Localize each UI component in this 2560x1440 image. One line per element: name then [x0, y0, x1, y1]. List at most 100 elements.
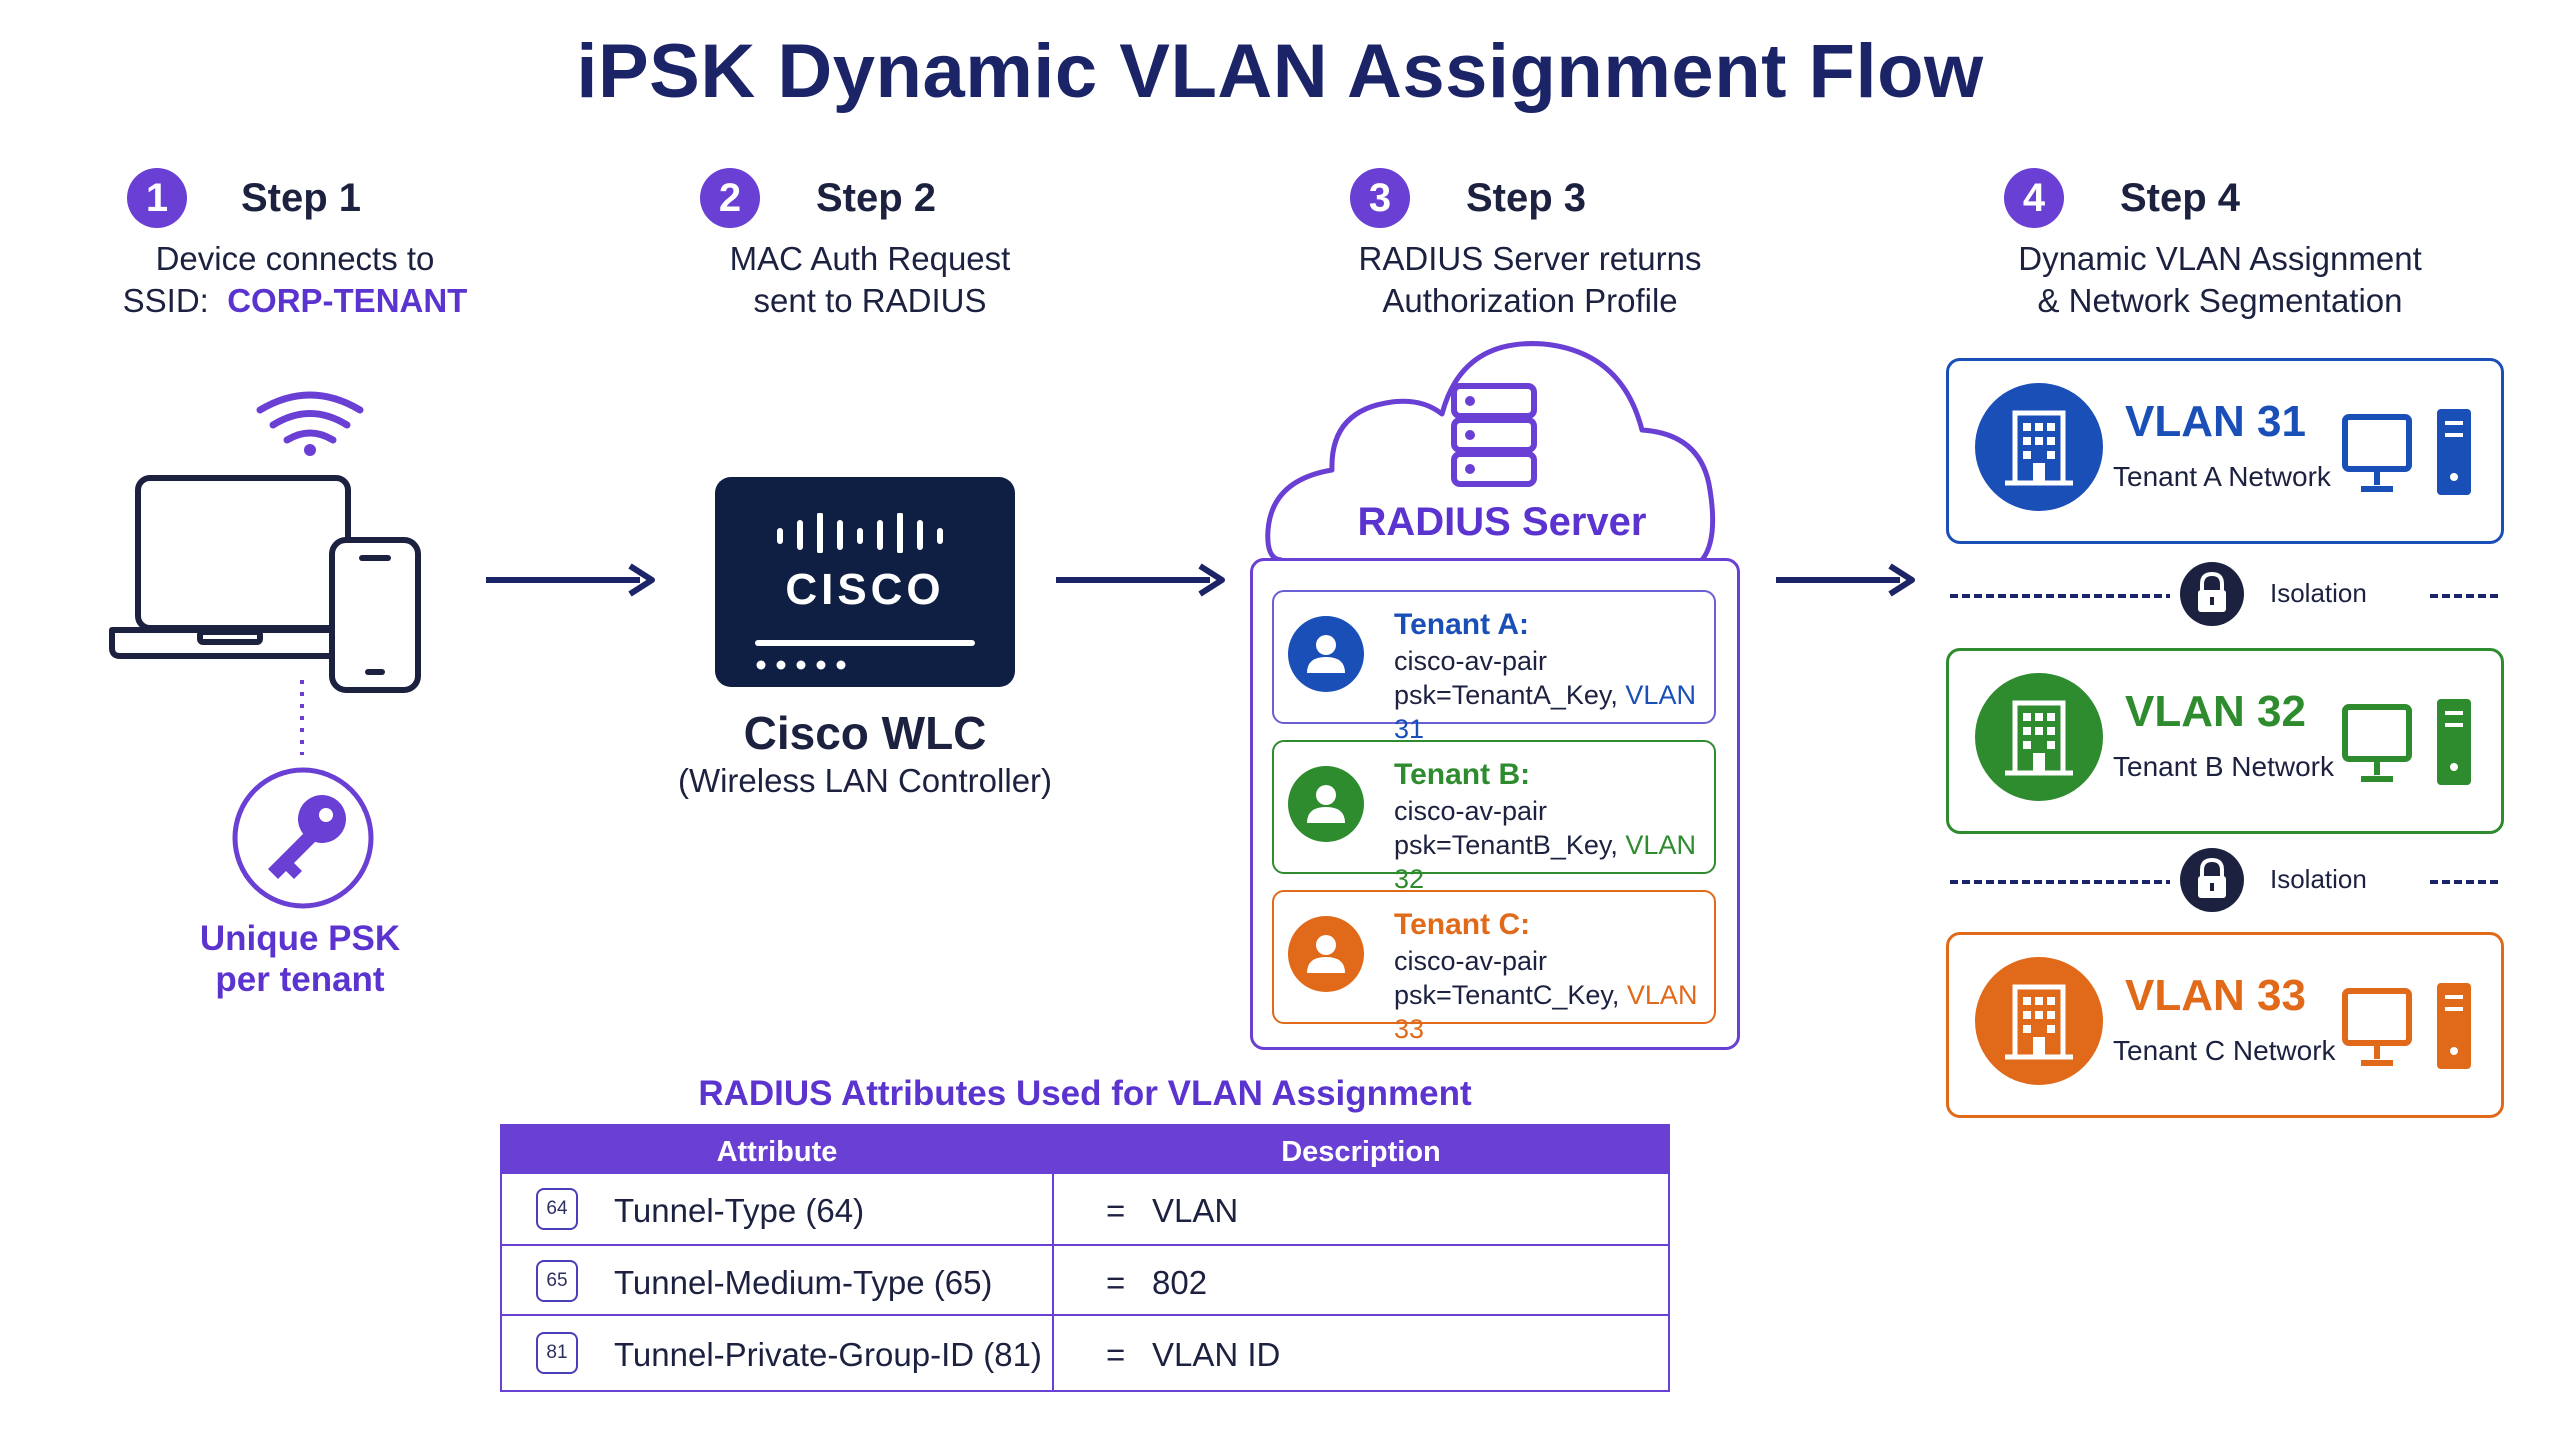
attributes-table: Attribute Description 64 Tunnel-Type (64…	[500, 1124, 1670, 1392]
attributes-heading: RADIUS Attributes Used for VLAN Assignme…	[698, 1074, 1472, 1113]
tenant-psk-line: psk=TenantA_Key, VLAN 31	[1394, 678, 1714, 746]
key-icon	[232, 767, 374, 909]
vlan-box-32: VLAN 32 Tenant B Network	[1946, 648, 2504, 834]
radius-server-title: RADIUS Server	[1357, 500, 1647, 544]
tenant-vlan: VLAN 31	[1394, 680, 1696, 744]
phone-icon	[329, 537, 421, 693]
table-row: 64 Tunnel-Type (64) = VLAN	[502, 1174, 1668, 1244]
step-1-ssid-line: SSID: CORP-TENANT	[100, 280, 490, 322]
arrow-icon	[486, 563, 655, 597]
isolation-label: Isolation	[2270, 578, 2367, 608]
step-4-desc-line1: Dynamic VLAN Assignment	[2018, 240, 2422, 277]
tenant-psk-line: psk=TenantC_Key, VLAN 33	[1394, 978, 1714, 1046]
table-row: 81 Tunnel-Private-Group-ID (81) = VLAN I…	[502, 1314, 1668, 1390]
tenant-vlan: VLAN 33	[1394, 980, 1698, 1044]
step-1-header: 1 Step 1	[127, 168, 361, 228]
attribute-value: 802	[1152, 1264, 1208, 1301]
tenant-name: Tenant A:	[1394, 608, 1529, 641]
user-icon	[1288, 766, 1364, 842]
workstation-icon	[2342, 409, 2471, 495]
step-1-number: 1	[127, 168, 187, 228]
table-row: 65 Tunnel-Medium-Type (65) = 802	[502, 1244, 1668, 1316]
building-icon	[1975, 957, 2103, 1085]
wlc-subtitle: (Wireless LAN Controller)	[677, 762, 1053, 799]
step-4-header: 4 Step 4	[2004, 168, 2240, 228]
tenant-av-pair: cisco-av-pair	[1394, 946, 1548, 976]
lock-icon	[2180, 848, 2244, 912]
status-lights-icon	[756, 660, 846, 670]
table-header: Attribute Description	[502, 1126, 1668, 1174]
device-illustration	[109, 391, 421, 755]
tenant-card-b: Tenant B: cisco-av-pair psk=TenantB_Key,…	[1272, 740, 1716, 894]
building-icon	[1975, 673, 2103, 801]
vlan-title: VLAN 33	[2125, 971, 2306, 1020]
equals-sign: =	[1106, 1192, 1126, 1229]
workstation-icon	[2342, 699, 2471, 785]
step-2-number: 2	[700, 168, 760, 228]
step-3-description: RADIUS Server returns Authorization Prof…	[1320, 238, 1740, 322]
step-2-header: 2 Step 2	[700, 168, 936, 228]
step-2-description: MAC Auth Request sent to RADIUS	[670, 238, 1070, 322]
step-1-label: Step 1	[241, 175, 362, 220]
tenant-av-pair: cisco-av-pair	[1394, 646, 1548, 676]
step-3-label: Step 3	[1466, 175, 1587, 220]
step-4-label: Step 4	[2120, 175, 2241, 220]
cisco-logo-text: CISCO	[785, 565, 945, 614]
psk-line1: Unique PSK	[199, 919, 401, 958]
vlan-title: VLAN 31	[2125, 397, 2306, 446]
cisco-bars-icon	[777, 513, 943, 553]
arrow-icon	[1056, 563, 1225, 597]
vlan-network-label: Tenant C Network	[2113, 1035, 2336, 1066]
step-1-description: Device connects to SSID: CORP-TENANT	[100, 238, 490, 322]
tenant-card-c: Tenant C: cisco-av-pair psk=TenantC_Key,…	[1272, 890, 1716, 1044]
laptop-icon	[109, 475, 353, 659]
device-divider	[755, 640, 975, 646]
equals-sign: =	[1106, 1336, 1126, 1373]
step-4-desc-line2: & Network Segmentation	[2037, 282, 2403, 319]
building-icon	[1975, 383, 2103, 511]
divider-gap	[2372, 594, 2402, 598]
step-2-label: Step 2	[816, 175, 937, 220]
wifi-icon	[256, 391, 364, 456]
step-1-desc-line: Device connects to	[155, 240, 435, 277]
step-3-header: 3 Step 3	[1350, 168, 1586, 228]
step-2-desc-line1: MAC Auth Request	[729, 240, 1011, 277]
vlan-network-label: Tenant B Network	[2113, 751, 2334, 782]
tenant-av-pair: cisco-av-pair	[1394, 796, 1548, 826]
column-divider	[1052, 1126, 1054, 1390]
vlan-network-label: Tenant A Network	[2113, 461, 2331, 492]
ssid-name: CORP-TENANT	[227, 282, 468, 319]
attribute-name: Tunnel-Type (64)	[614, 1192, 865, 1229]
attribute-badge: 81	[536, 1332, 578, 1374]
cisco-wlc-device: CISCO	[715, 477, 1015, 687]
tenant-psk: psk=TenantA_Key,	[1394, 680, 1618, 710]
step-3-number: 3	[1350, 168, 1410, 228]
step-3-desc-line1: RADIUS Server returns	[1358, 240, 1702, 277]
workstation-icon	[2342, 983, 2471, 1069]
vlan-box-33: VLAN 33 Tenant C Network	[1946, 932, 2504, 1118]
psk-label: Unique PSK per tenant	[160, 918, 440, 1000]
col-attribute: Attribute	[716, 1136, 838, 1168]
attribute-badge: 64	[536, 1188, 578, 1230]
tenant-psk: psk=TenantB_Key,	[1394, 830, 1618, 860]
lock-icon	[2180, 562, 2244, 626]
vlan-title: VLAN 32	[2125, 687, 2306, 736]
attribute-badge: 65	[536, 1260, 578, 1302]
wlc-title: Cisco WLC	[743, 707, 987, 759]
step-3-desc-line2: Authorization Profile	[1382, 282, 1678, 319]
user-icon	[1288, 916, 1364, 992]
user-icon	[1288, 616, 1364, 692]
tenant-card-a: Tenant A: cisco-av-pair psk=TenantA_Key,…	[1272, 590, 1716, 744]
tenant-vlan: VLAN 32	[1394, 830, 1696, 894]
attribute-value: VLAN	[1152, 1192, 1239, 1229]
tenant-psk: psk=TenantC_Key,	[1394, 980, 1620, 1010]
col-description: Description	[1281, 1136, 1441, 1168]
ssid-prefix: SSID:	[122, 282, 209, 319]
step-4-number: 4	[2004, 168, 2064, 228]
attribute-name: Tunnel-Private-Group-ID (81)	[614, 1336, 1042, 1373]
step-4-description: Dynamic VLAN Assignment & Network Segmen…	[1990, 238, 2450, 322]
server-icon	[1451, 383, 1537, 487]
arrow-icon	[1776, 563, 1915, 597]
vlan-box-31: VLAN 31 Tenant A Network	[1946, 358, 2504, 544]
tenant-name: Tenant C:	[1394, 908, 1531, 941]
